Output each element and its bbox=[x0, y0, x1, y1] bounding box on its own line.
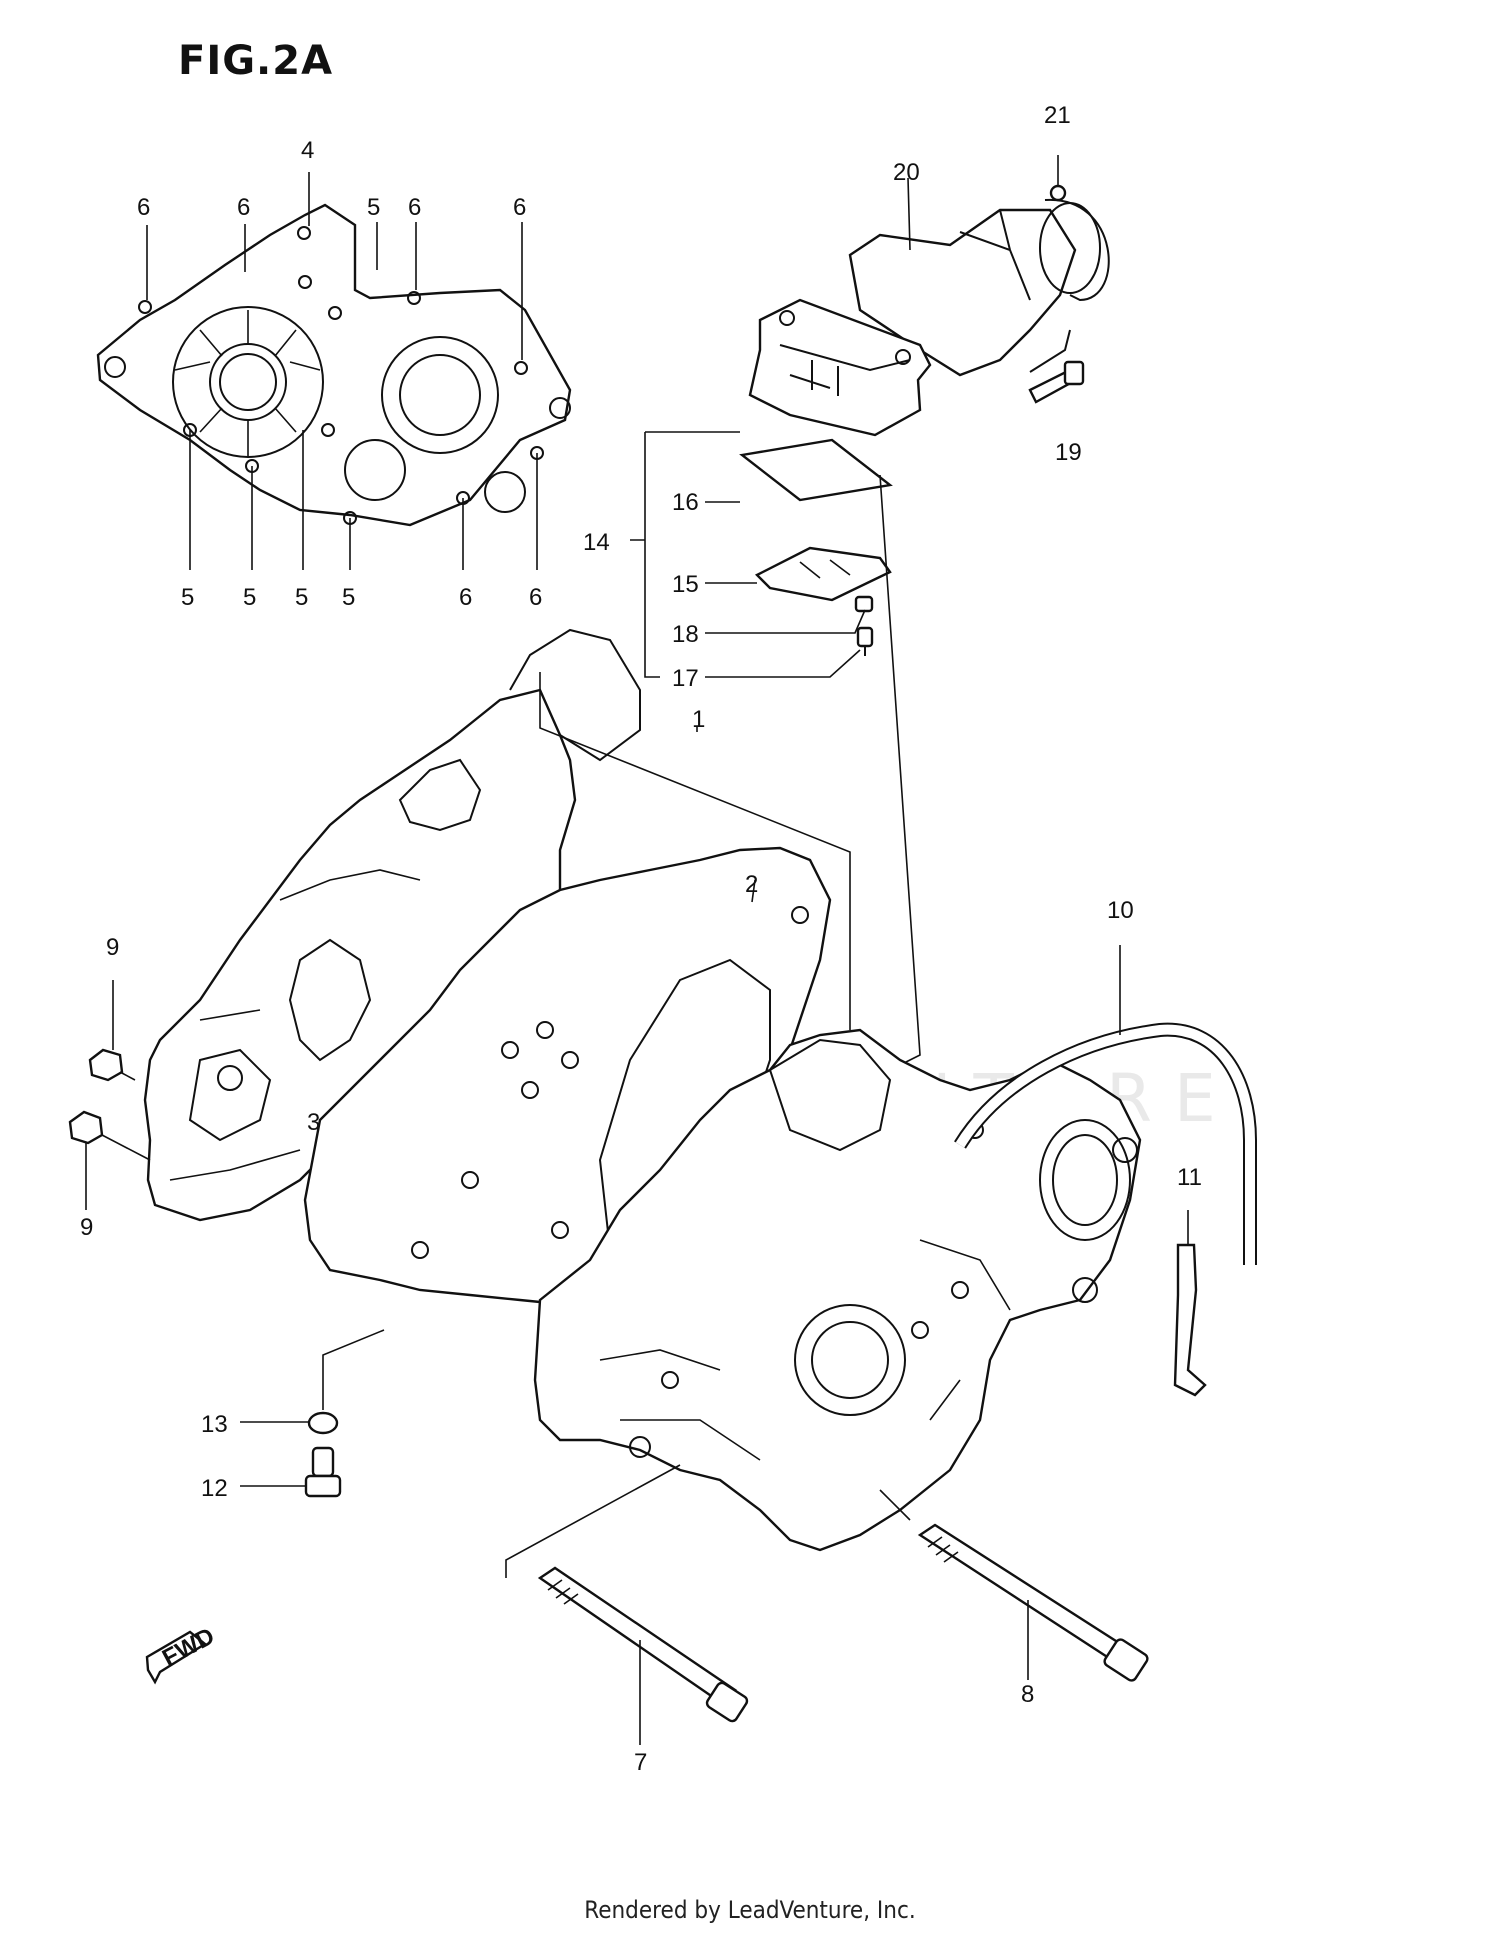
callout-20: 20 bbox=[893, 159, 920, 186]
bolt-12 bbox=[240, 1329, 385, 1498]
bolt-19 bbox=[1028, 360, 1085, 404]
callout-5: 5 bbox=[243, 584, 256, 611]
callout-19: 19 bbox=[1055, 439, 1082, 466]
callout-9: 9 bbox=[106, 934, 119, 961]
footer-credit: Rendered by LeadVenture, Inc. bbox=[584, 1896, 916, 1924]
nut-9-lower bbox=[68, 1110, 151, 1210]
bolt-8 bbox=[879, 1489, 1149, 1682]
intake-pipe bbox=[848, 184, 1110, 377]
callout-12: 12 bbox=[201, 1475, 228, 1502]
callout-4: 4 bbox=[301, 137, 314, 164]
callout-16: 16 bbox=[672, 489, 699, 516]
callout-6: 6 bbox=[529, 584, 542, 611]
callout-7: 7 bbox=[634, 1749, 647, 1776]
callout-3: 3 bbox=[307, 1109, 320, 1136]
callout-2: 2 bbox=[745, 871, 758, 898]
callout-5: 5 bbox=[181, 584, 194, 611]
callout-6: 6 bbox=[513, 194, 526, 221]
fwd-label: FWD bbox=[158, 1623, 219, 1672]
reed-stopper-15 bbox=[754, 546, 892, 602]
nut-9-upper bbox=[88, 980, 136, 1082]
callout-17: 17 bbox=[672, 665, 699, 692]
breather-hose bbox=[954, 945, 1257, 1265]
callout-13: 13 bbox=[201, 1411, 228, 1438]
screw-17 bbox=[856, 626, 874, 656]
hose-clip bbox=[1173, 1210, 1207, 1397]
callout-14: 14 bbox=[583, 529, 610, 556]
callout-labels: 4 6 6 5 6 6 5 5 5 5 6 6 21 20 19 16 14 1… bbox=[80, 102, 1202, 1776]
callout-5: 5 bbox=[342, 584, 355, 611]
reed-petal-16 bbox=[739, 438, 893, 502]
callout-15: 15 bbox=[672, 571, 699, 598]
crankcase-left bbox=[143, 628, 641, 1225]
callout-18: 18 bbox=[672, 621, 699, 648]
callout-11: 11 bbox=[1177, 1164, 1202, 1191]
bolt-7 bbox=[505, 1464, 749, 1745]
crankcase-right bbox=[533, 1028, 1142, 1552]
callout-8: 8 bbox=[1021, 1681, 1034, 1708]
callout-21: 21 bbox=[1044, 102, 1071, 129]
reed-block bbox=[748, 298, 932, 437]
callout-6: 6 bbox=[137, 194, 150, 221]
callout-10: 10 bbox=[1107, 897, 1134, 924]
cover-leaders bbox=[146, 172, 538, 570]
callout-6: 6 bbox=[459, 584, 472, 611]
fwd-arrow-icon: FWD bbox=[145, 1623, 219, 1685]
washer-13 bbox=[240, 1411, 339, 1435]
crankcase-cover bbox=[96, 203, 572, 527]
washer-18 bbox=[854, 595, 874, 613]
fig-title: FIG.2A bbox=[178, 38, 334, 84]
callout-1: 1 bbox=[692, 706, 705, 733]
callout-5: 5 bbox=[295, 584, 308, 611]
callout-6: 6 bbox=[408, 194, 421, 221]
callout-5: 5 bbox=[367, 194, 380, 221]
callout-9: 9 bbox=[80, 1214, 93, 1241]
callout-6: 6 bbox=[237, 194, 250, 221]
